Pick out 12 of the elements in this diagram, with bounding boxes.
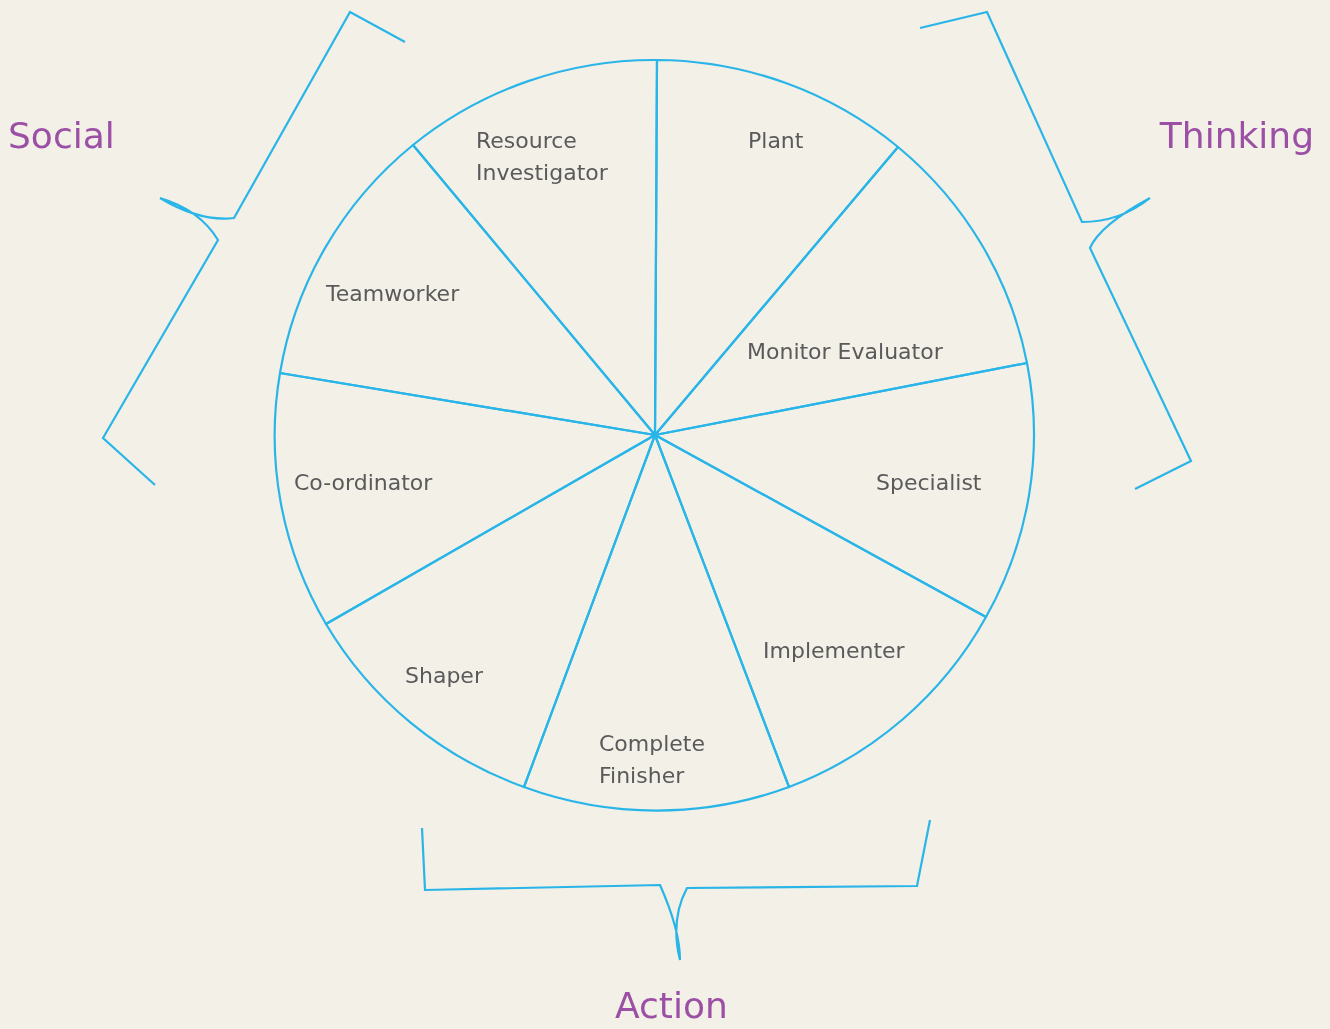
- role-label: Monitor Evaluator: [747, 336, 943, 368]
- role-label: Specialist: [876, 467, 982, 499]
- role-label: Plant: [748, 125, 804, 157]
- role-label: Implementer: [763, 635, 905, 667]
- role-label: Resource Investigator: [476, 125, 656, 189]
- group-label: Action: [615, 985, 728, 1027]
- role-label: Co-ordinator: [294, 467, 433, 499]
- group-label: Social: [8, 115, 115, 157]
- role-label: Teamworker: [326, 278, 460, 310]
- role-label: Complete Finisher: [599, 728, 739, 792]
- group-label: Thinking: [1159, 115, 1314, 157]
- role-label: Shaper: [405, 660, 483, 692]
